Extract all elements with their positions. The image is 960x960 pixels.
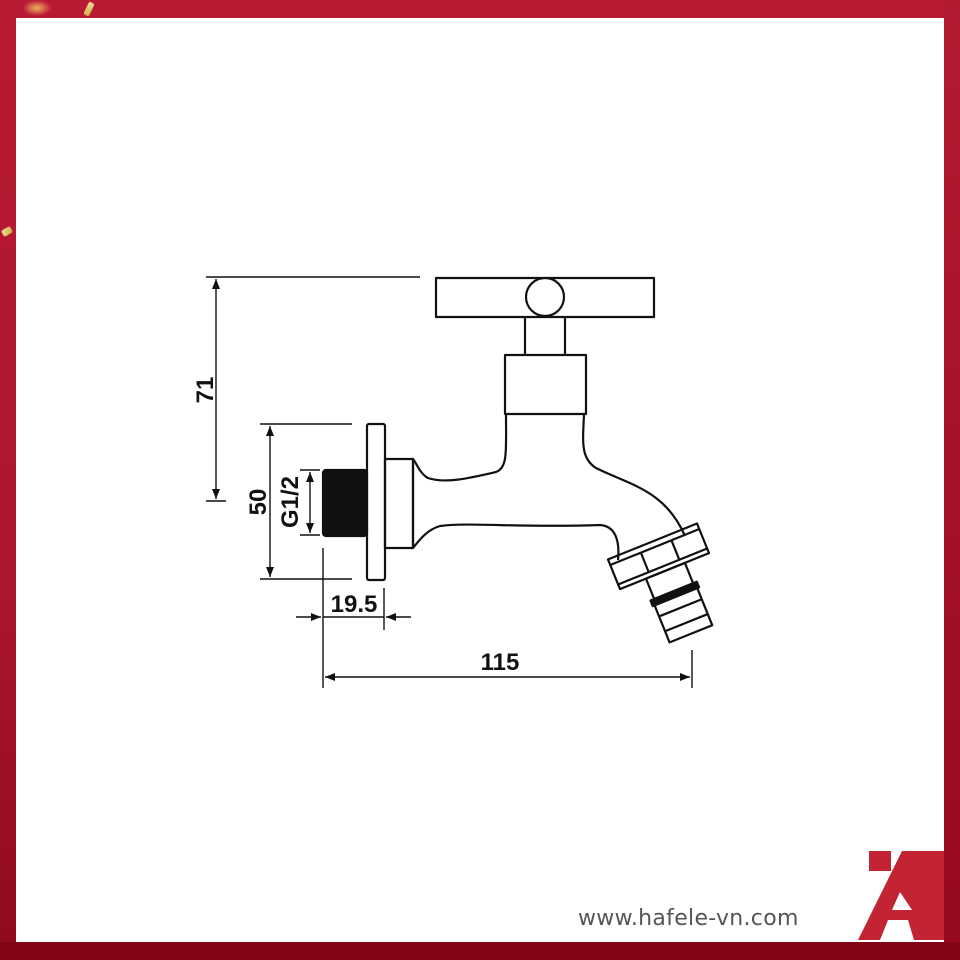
threaded-inlet (321, 468, 369, 538)
handle-knob (524, 276, 566, 318)
drawing-panel (16, 18, 944, 942)
frame-glow-decoration (22, 0, 52, 16)
dimension-label-flange: 50 (245, 489, 272, 516)
dimension-label-total-length: 115 (481, 649, 520, 676)
spout-body (411, 413, 620, 561)
wall-flange (365, 422, 387, 582)
frame-bottom-border (0, 942, 960, 960)
hose-connector-tip (653, 586, 714, 644)
dimension-label-height: 71 (192, 377, 219, 404)
spout-top (582, 413, 687, 537)
tap-outline (321, 276, 714, 644)
dimension-lines (206, 276, 693, 688)
flange-collar (383, 457, 415, 550)
hex-nut (606, 522, 711, 591)
dimension-label-thread: G1/2 (277, 476, 304, 528)
hafele-logo-icon (858, 851, 944, 940)
bonnet (503, 353, 588, 416)
dimension-label-thread-length: 19.5 (331, 591, 378, 618)
website-url: www.hafele-vn.com (578, 906, 799, 931)
frame-right-border (944, 0, 960, 960)
